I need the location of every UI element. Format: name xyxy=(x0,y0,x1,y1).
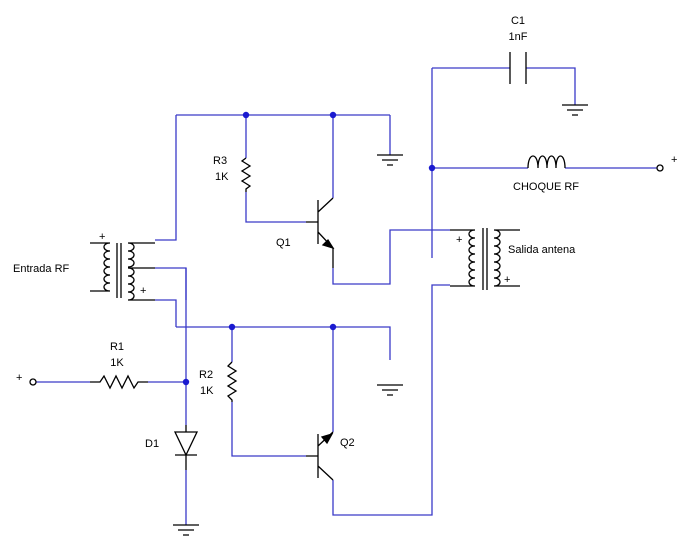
input-terminal xyxy=(29,378,37,386)
wire-q2-emitter xyxy=(332,284,450,516)
resistor-r3 xyxy=(240,157,252,192)
t1-plus-bottom-label: + xyxy=(140,285,146,297)
junction-dot xyxy=(228,323,236,331)
diode-d1 xyxy=(173,425,199,470)
r1-name-label: R1 xyxy=(110,341,124,353)
junction-dot xyxy=(428,164,436,172)
antenna-output-label: Salida antena xyxy=(508,244,576,256)
junction-dot xyxy=(242,111,250,119)
r1-value-label: 1K xyxy=(110,357,124,369)
capacitor-c1 xyxy=(509,52,527,84)
wire-left-top xyxy=(155,115,177,241)
wire-t1-bottom xyxy=(155,267,187,300)
rf-input-label: Entrada RF xyxy=(13,263,70,275)
r2-value-label: 1K xyxy=(200,385,214,397)
rf-choke-inductor xyxy=(527,155,566,169)
wire-r3 xyxy=(245,115,306,223)
t1-plus-top-label: + xyxy=(99,231,105,243)
r3-name-label: R3 xyxy=(213,155,227,167)
plus-output-label: + xyxy=(671,154,677,166)
r2-name-label: R2 xyxy=(199,369,213,381)
junction-dot xyxy=(329,111,337,119)
wire-mid-left xyxy=(155,299,177,327)
wire-q1-emitter xyxy=(332,229,450,285)
q2-label: Q2 xyxy=(340,437,355,449)
resistor-r1 xyxy=(90,374,148,390)
c1-name-label: C1 xyxy=(511,15,525,27)
junction-dot xyxy=(182,378,190,386)
resistor-r2 xyxy=(226,361,238,402)
ground-symbol-4 xyxy=(173,524,199,536)
ground-symbol-1 xyxy=(377,154,403,166)
output-terminal xyxy=(656,164,664,172)
wires xyxy=(36,67,657,525)
t2-plus-top-label: + xyxy=(456,234,462,246)
d1-label: D1 xyxy=(145,438,159,450)
transistor-q2 xyxy=(306,431,334,481)
c1-value-label: 1nF xyxy=(509,31,528,43)
ground-symbol-3 xyxy=(377,384,403,396)
labels: C1 1nF CHOQUE RF Salida antena Entrada R… xyxy=(13,15,677,450)
transformer-t1 xyxy=(90,242,155,301)
junctions xyxy=(182,111,436,386)
wire-mid-rail xyxy=(176,326,391,360)
plus-input-label: + xyxy=(16,372,22,384)
choke-label: CHOQUE RF xyxy=(513,181,579,193)
transformer-t2 xyxy=(450,228,520,290)
q1-label: Q1 xyxy=(276,237,291,249)
wire-c1 xyxy=(432,67,576,105)
t2-plus-bottom-label: + xyxy=(504,274,510,286)
wire-r2 xyxy=(231,327,306,457)
transistor-q1 xyxy=(306,197,335,268)
ground-symbol-2 xyxy=(562,104,588,116)
r3-value-label: 1K xyxy=(215,171,229,183)
junction-dot xyxy=(329,323,337,331)
